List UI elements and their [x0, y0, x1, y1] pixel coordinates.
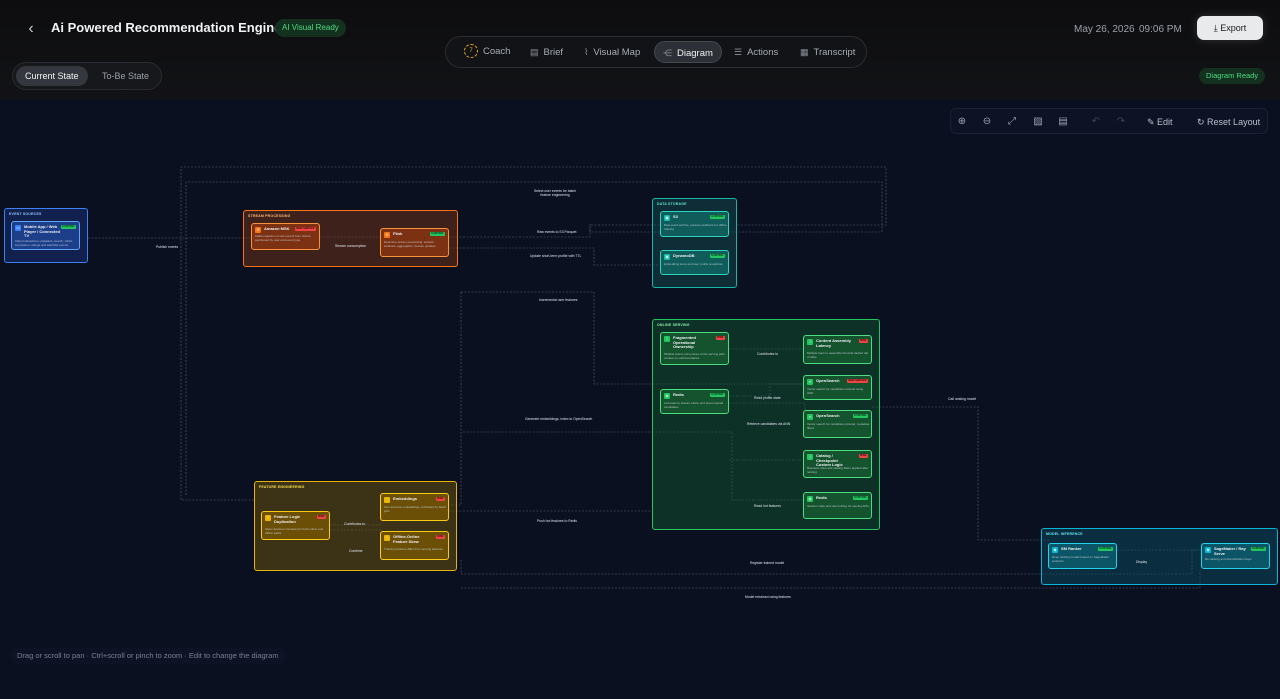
- node-sagemaker-ranker[interactable]: ◆ SM Ranker EXISTING Deep ranking model …: [1048, 543, 1117, 569]
- reset-layout-button[interactable]: ↻ Reset Layout: [1197, 117, 1261, 127]
- tab-transcript[interactable]: ▦Transcript: [800, 47, 856, 58]
- node-dynamodb[interactable]: ▣ DynamoDB EXISTING Embedding store and …: [660, 250, 729, 275]
- coach-ring-icon: 7: [464, 44, 478, 59]
- tab-diagram[interactable]: ⋲Diagram: [654, 41, 722, 63]
- node-feature-skew[interactable]: ! Offline-Online Feature Skew RISK Train…: [380, 531, 449, 560]
- warning-icon: !: [384, 535, 390, 541]
- node-redis-session[interactable]: ◈ Redis EXISTING Session state and rate …: [803, 492, 872, 519]
- redo-icon[interactable]: ↷: [1116, 116, 1126, 127]
- edit-button[interactable]: ✎ Edit: [1147, 117, 1173, 127]
- cache-icon: ◈: [664, 393, 670, 399]
- diagram-canvas[interactable]: [0, 100, 1280, 699]
- download-icon: ⤓: [1213, 23, 1221, 33]
- image-export-icon[interactable]: ▨: [1033, 116, 1043, 127]
- pencil-icon: ✎: [1147, 117, 1158, 127]
- model-icon: ◆: [1205, 547, 1211, 553]
- edge-label: Stream consumption: [335, 244, 367, 248]
- canvas-hint: Drag or scroll to pan · Ctrl+scroll or p…: [10, 648, 286, 664]
- edge-label: Contributes to: [344, 522, 366, 526]
- edge-label: Generate embeddings, index to OpenSearch: [525, 417, 593, 421]
- undo-icon[interactable]: ↶: [1091, 116, 1101, 127]
- edge-label: Call ranking model: [948, 397, 977, 401]
- warning-icon: !: [807, 454, 813, 460]
- node-feature-logic[interactable]: ! Feature Logic Duplication RISK Same fe…: [261, 511, 330, 540]
- checklist-icon: ☰: [734, 47, 743, 57]
- model-icon: ◆: [1052, 547, 1058, 553]
- node-amazon-msk[interactable]: ≋ Amazon MSK NEW SERVICE Kafka ingestion…: [251, 223, 320, 250]
- node-opensearch[interactable]: ⌕ OpenSearch EXISTING Vector search for …: [803, 410, 872, 438]
- node-catalog-logic[interactable]: ! Catalog / Checkpoint Custom Logic RISK…: [803, 450, 872, 478]
- stream-icon: ≋: [255, 227, 261, 233]
- diagram-toolbar: ⊕ ⊖ ⤢ ▨ ▤ ↶ ↷ ✎ Edit ↻ Reset Layout: [950, 108, 1268, 134]
- search-icon: ⌕: [807, 379, 813, 385]
- tab-brief[interactable]: ▤Brief: [530, 47, 564, 58]
- current-state-button[interactable]: Current State: [16, 66, 88, 86]
- edge-label: Retrieve candidates via ANN: [747, 422, 791, 426]
- database-icon: ▣: [664, 215, 670, 221]
- node-opensearch-new[interactable]: ⌕ OpenSearch NEW SERVICE Vector search f…: [803, 375, 872, 400]
- share-nodes-icon: ⋲: [663, 48, 672, 58]
- node-mobile-app[interactable]: ▭ Mobile App / Web Player / Connected TV…: [11, 221, 80, 250]
- edge-label: Combine: [349, 549, 363, 553]
- time-label: 09:06 PM: [1139, 24, 1182, 35]
- stream-icon: ≋: [384, 232, 390, 238]
- edge-label: Publish events: [156, 245, 179, 249]
- node-flink[interactable]: ≋ Flink EXISTING Real-time stream proces…: [380, 228, 449, 257]
- warning-icon: !: [664, 336, 670, 342]
- file-export-icon[interactable]: ▤: [1058, 116, 1068, 127]
- edge-label: Incremental user features: [539, 298, 578, 302]
- node-fragmented-ownership[interactable]: ! Fragmented Operational Ownership RISK …: [660, 332, 729, 365]
- node-embeddings[interactable]: ⋮ Embeddings RISK Item and user embeddin…: [380, 493, 449, 521]
- zoom-in-icon[interactable]: ⊕: [957, 116, 967, 127]
- date-label: May 26, 2026: [1074, 24, 1135, 35]
- top-bar: ‹ Ai Powered Recommendation Engine AI Vi…: [0, 0, 1280, 100]
- zoom-out-icon[interactable]: ⊖: [982, 116, 992, 127]
- edge-label: Model retrained using features: [745, 595, 791, 599]
- transcript-icon: ▦: [800, 47, 809, 57]
- export-button[interactable]: ⤓ Export: [1197, 16, 1263, 40]
- edge-label: Raw events to S3 Parquet: [537, 230, 577, 234]
- tab-actions[interactable]: ☰Actions: [734, 47, 779, 58]
- to-be-state-button[interactable]: To-Be State: [102, 71, 150, 81]
- node-reranker[interactable]: ◆ SageMaker / Ray Serve EXISTING Re-rank…: [1201, 543, 1270, 569]
- node-s3[interactable]: ▣ S3 EXISTING Raw event archive, parquet…: [660, 211, 729, 237]
- cache-icon: ◈: [807, 496, 813, 502]
- edge-label: Select user events for batch feature eng…: [533, 189, 577, 197]
- search-icon: ⌕: [807, 414, 813, 420]
- back-chevron-icon[interactable]: ‹: [28, 20, 34, 37]
- edge-label: Push hot features to Redis: [537, 519, 577, 523]
- state-toggle: Current State To-Be State: [12, 62, 162, 90]
- node-content-latency[interactable]: ! Content Assembly Latency RISK Multiple…: [803, 335, 872, 364]
- edge-label: Read profile state: [754, 396, 781, 400]
- status-badge: AI Visual Ready: [275, 19, 346, 37]
- warning-icon: !: [807, 339, 813, 345]
- vector-icon: ⋮: [384, 497, 390, 503]
- node-redis-cache[interactable]: ◈ Redis EXISTING Low-latency feature cac…: [660, 389, 729, 414]
- fit-view-icon[interactable]: ⤢: [1008, 116, 1016, 127]
- database-icon: ▣: [664, 254, 670, 260]
- tab-visual-map[interactable]: ⌇Visual Map: [584, 47, 641, 58]
- edge-label: Read hot features: [754, 504, 781, 508]
- device-icon: ▭: [15, 225, 21, 231]
- page-title: Ai Powered Recommendation Engine: [51, 20, 282, 35]
- edge-label: Register trained model: [750, 561, 785, 565]
- route-icon: ⌇: [584, 47, 589, 57]
- reset-icon: ↻: [1197, 117, 1208, 127]
- warning-icon: !: [265, 515, 271, 521]
- edge-label: Update short-term profile with TTL: [530, 254, 582, 258]
- document-icon: ▤: [530, 47, 539, 57]
- diagram-ready-badge: Diagram Ready: [1199, 68, 1266, 84]
- edge-label: Contributes to: [757, 352, 779, 356]
- edge-label: Display: [1136, 560, 1148, 564]
